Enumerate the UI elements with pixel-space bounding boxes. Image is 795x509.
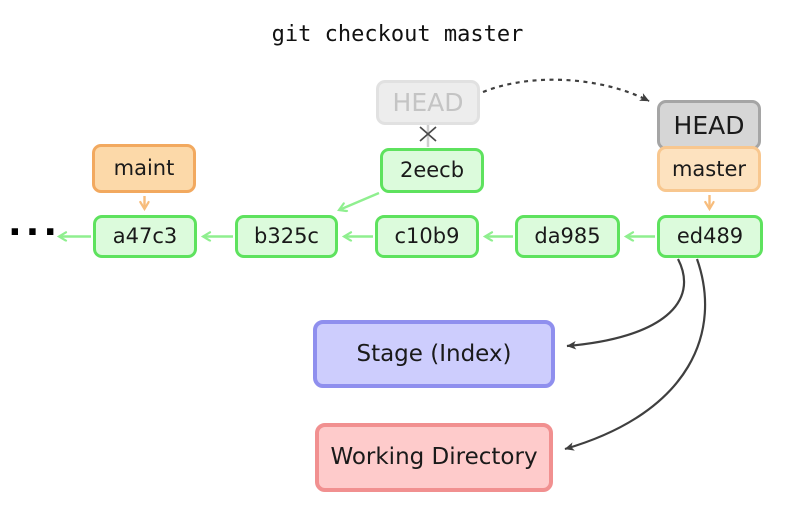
stage-index-box: Stage (Index) <box>313 320 555 388</box>
head-move-arrow <box>482 78 650 102</box>
head-label-new: HEAD <box>657 100 761 150</box>
commit-id-text: 2eecb <box>399 158 465 182</box>
commit-node-2eecb: 2eecb <box>380 148 484 193</box>
commit-id-text: c10b9 <box>394 224 460 248</box>
head-label-new-text: HEAD <box>673 110 745 140</box>
diagram-title: git checkout master <box>271 22 524 47</box>
detach-cross-stroke-2 <box>419 126 437 142</box>
detach-cross-stroke-1 <box>419 126 437 142</box>
commit-node-b325c: b325c <box>235 215 338 258</box>
branch-label-master: master <box>657 146 761 192</box>
commit-node-a47c3: a47c3 <box>93 215 197 258</box>
history-ellipsis: ··· <box>8 212 62 253</box>
branch-label-master-text: master <box>671 156 747 181</box>
commit-arrow-2eecb-b325c <box>339 191 380 210</box>
checkout-to-working-arrow <box>564 258 707 451</box>
checkout-to-stage-arrow <box>566 258 686 350</box>
branch-label-maint: maint <box>92 144 196 193</box>
commit-node-ed489: ed489 <box>657 215 763 258</box>
head-label-old: HEAD <box>376 80 480 125</box>
stage-index-label: Stage (Index) <box>356 340 512 367</box>
working-directory-box: Working Directory <box>315 423 553 492</box>
commit-node-c10b9: c10b9 <box>375 215 479 258</box>
head-label-old-text: HEAD <box>392 88 464 117</box>
branch-label-maint-text: maint <box>113 156 175 180</box>
commit-id-text: da985 <box>534 224 601 248</box>
commit-node-da985: da985 <box>515 215 620 258</box>
working-directory-label: Working Directory <box>330 444 538 470</box>
commit-id-text: a47c3 <box>112 224 178 248</box>
commit-id-text: ed489 <box>676 224 744 248</box>
commit-id-text: b325c <box>254 224 319 248</box>
